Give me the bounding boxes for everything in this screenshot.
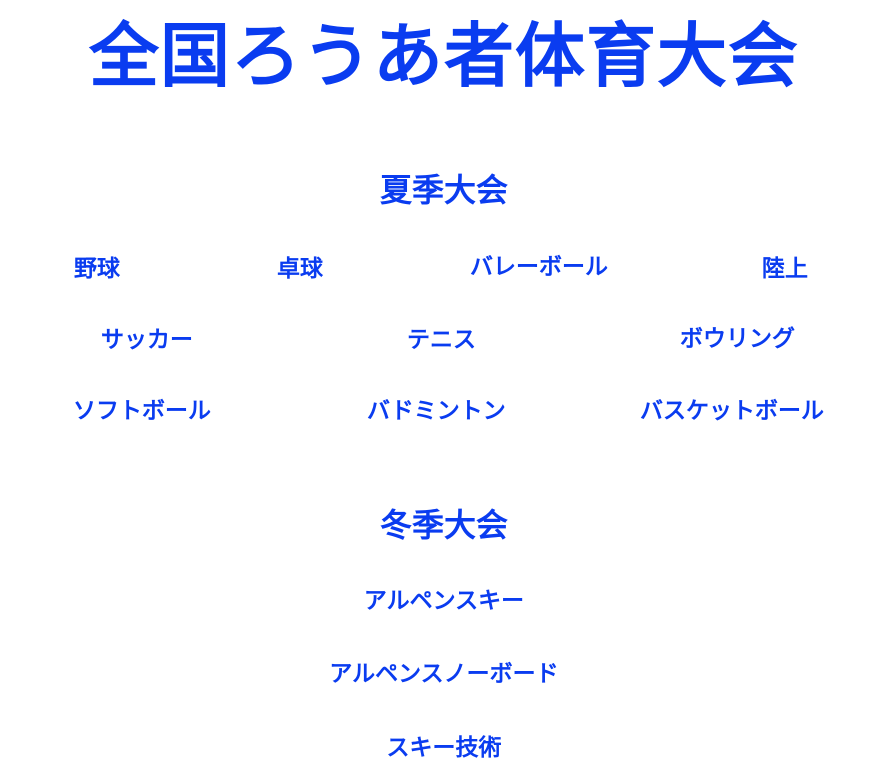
- summer-heading: 夏季大会: [379, 171, 508, 209]
- event-link-alpine-snowboard[interactable]: アルペンスノーボード: [329, 661, 559, 687]
- event-link-table-tennis[interactable]: 卓球: [277, 256, 323, 282]
- page-title: 全国ろうあ者体育大会: [89, 15, 799, 97]
- event-link-soccer[interactable]: サッカー: [101, 327, 193, 353]
- event-link-baseball[interactable]: 野球: [74, 256, 120, 282]
- event-link-softball[interactable]: ソフトボール: [73, 398, 211, 424]
- event-link-volleyball[interactable]: バレーボール: [470, 254, 608, 280]
- event-link-ski-technique[interactable]: スキー技術: [386, 735, 502, 761]
- event-link-alpine-ski[interactable]: アルペンスキー: [363, 588, 525, 614]
- event-link-basketball[interactable]: バスケットボール: [640, 398, 824, 424]
- event-link-athletics[interactable]: 陸上: [762, 256, 808, 282]
- event-link-badminton[interactable]: バドミントン: [367, 398, 506, 424]
- event-link-tennis[interactable]: テニス: [407, 327, 476, 353]
- winter-heading: 冬季大会: [379, 506, 508, 544]
- event-link-bowling[interactable]: ボウリング: [680, 326, 795, 352]
